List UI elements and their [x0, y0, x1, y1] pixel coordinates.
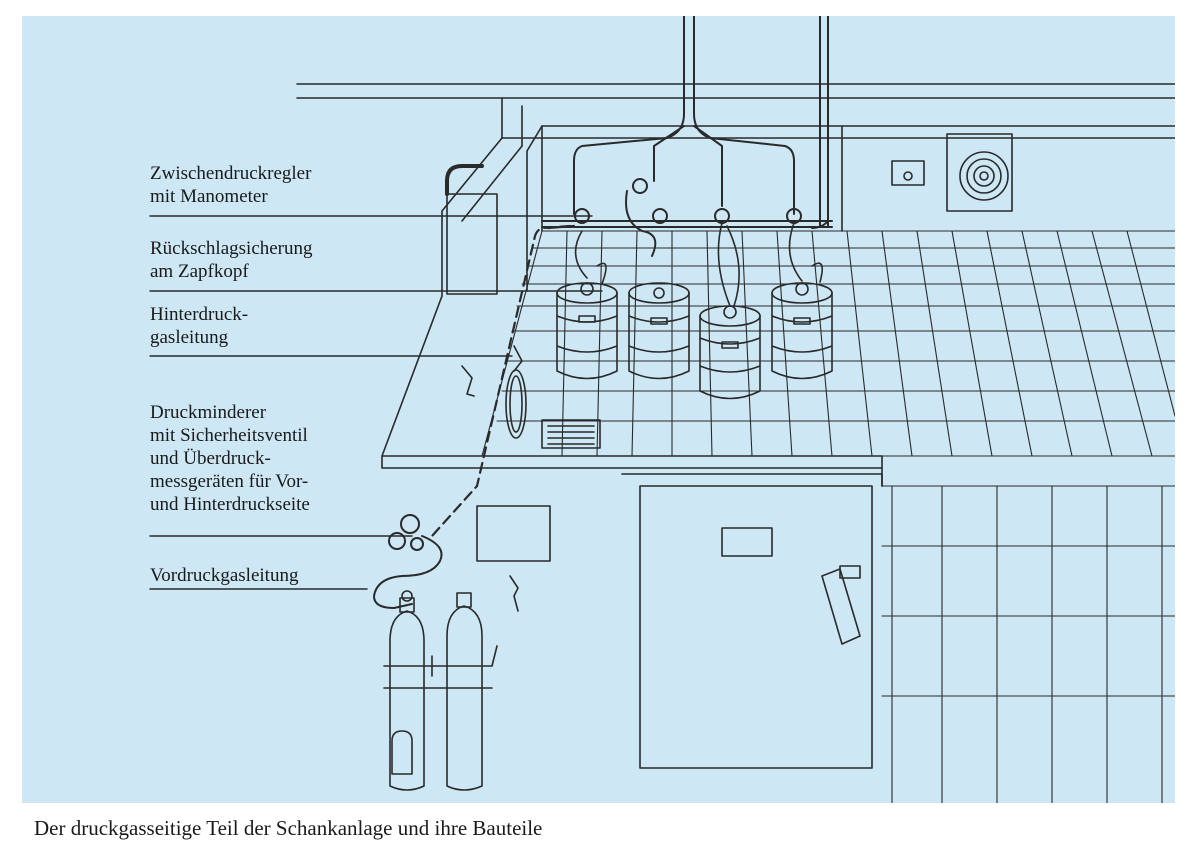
back-wall [541, 125, 1175, 232]
cylinder-2 [446, 592, 483, 791]
fan-icon [959, 151, 1009, 201]
keg-3 [699, 222, 761, 400]
callout-leaders [149, 215, 603, 590]
left-wall [381, 125, 883, 487]
keg-4 [771, 222, 833, 380]
label-druckminderer: Druckminderer mit Sicherheitsventil und … [150, 402, 310, 515]
label-zwischendruckregler: Zwischendruckregler mit Manometer [150, 163, 312, 207]
keg-system-drawing [149, 16, 1175, 803]
gas-pipe-left [430, 224, 576, 538]
figure-caption: Der druckgasseitige Teil der Schankanlag… [34, 816, 543, 840]
regulator-manifold [541, 178, 833, 257]
label-rueckschlagsicherung: Rückschlagsicherung am Zapfkopf [150, 238, 313, 282]
tile-grid [481, 230, 1175, 457]
ceiling-lines [296, 83, 1175, 147]
keg-1 [556, 230, 618, 380]
supply-pipes [573, 16, 829, 229]
left-wall-details [461, 345, 601, 612]
cylinder-1 [389, 590, 425, 791]
diagram-figure: Zwischendruckregler mit Manometer Rücksc… [22, 16, 1175, 803]
cylinder-bracket [383, 645, 498, 689]
wall-devices [891, 133, 1013, 212]
kegs [556, 222, 833, 400]
cooling-room-door [621, 473, 883, 769]
label-vordruckgasleitung: Vordruckgasleitung [150, 565, 299, 586]
gas-cylinders [383, 590, 498, 791]
keg-2 [628, 282, 690, 380]
label-hinterdruckgasleitung: Hinterdruck- gasleitung [150, 304, 249, 348]
pressure-reducer [373, 514, 443, 609]
lower-wall-tiles [881, 485, 1175, 803]
